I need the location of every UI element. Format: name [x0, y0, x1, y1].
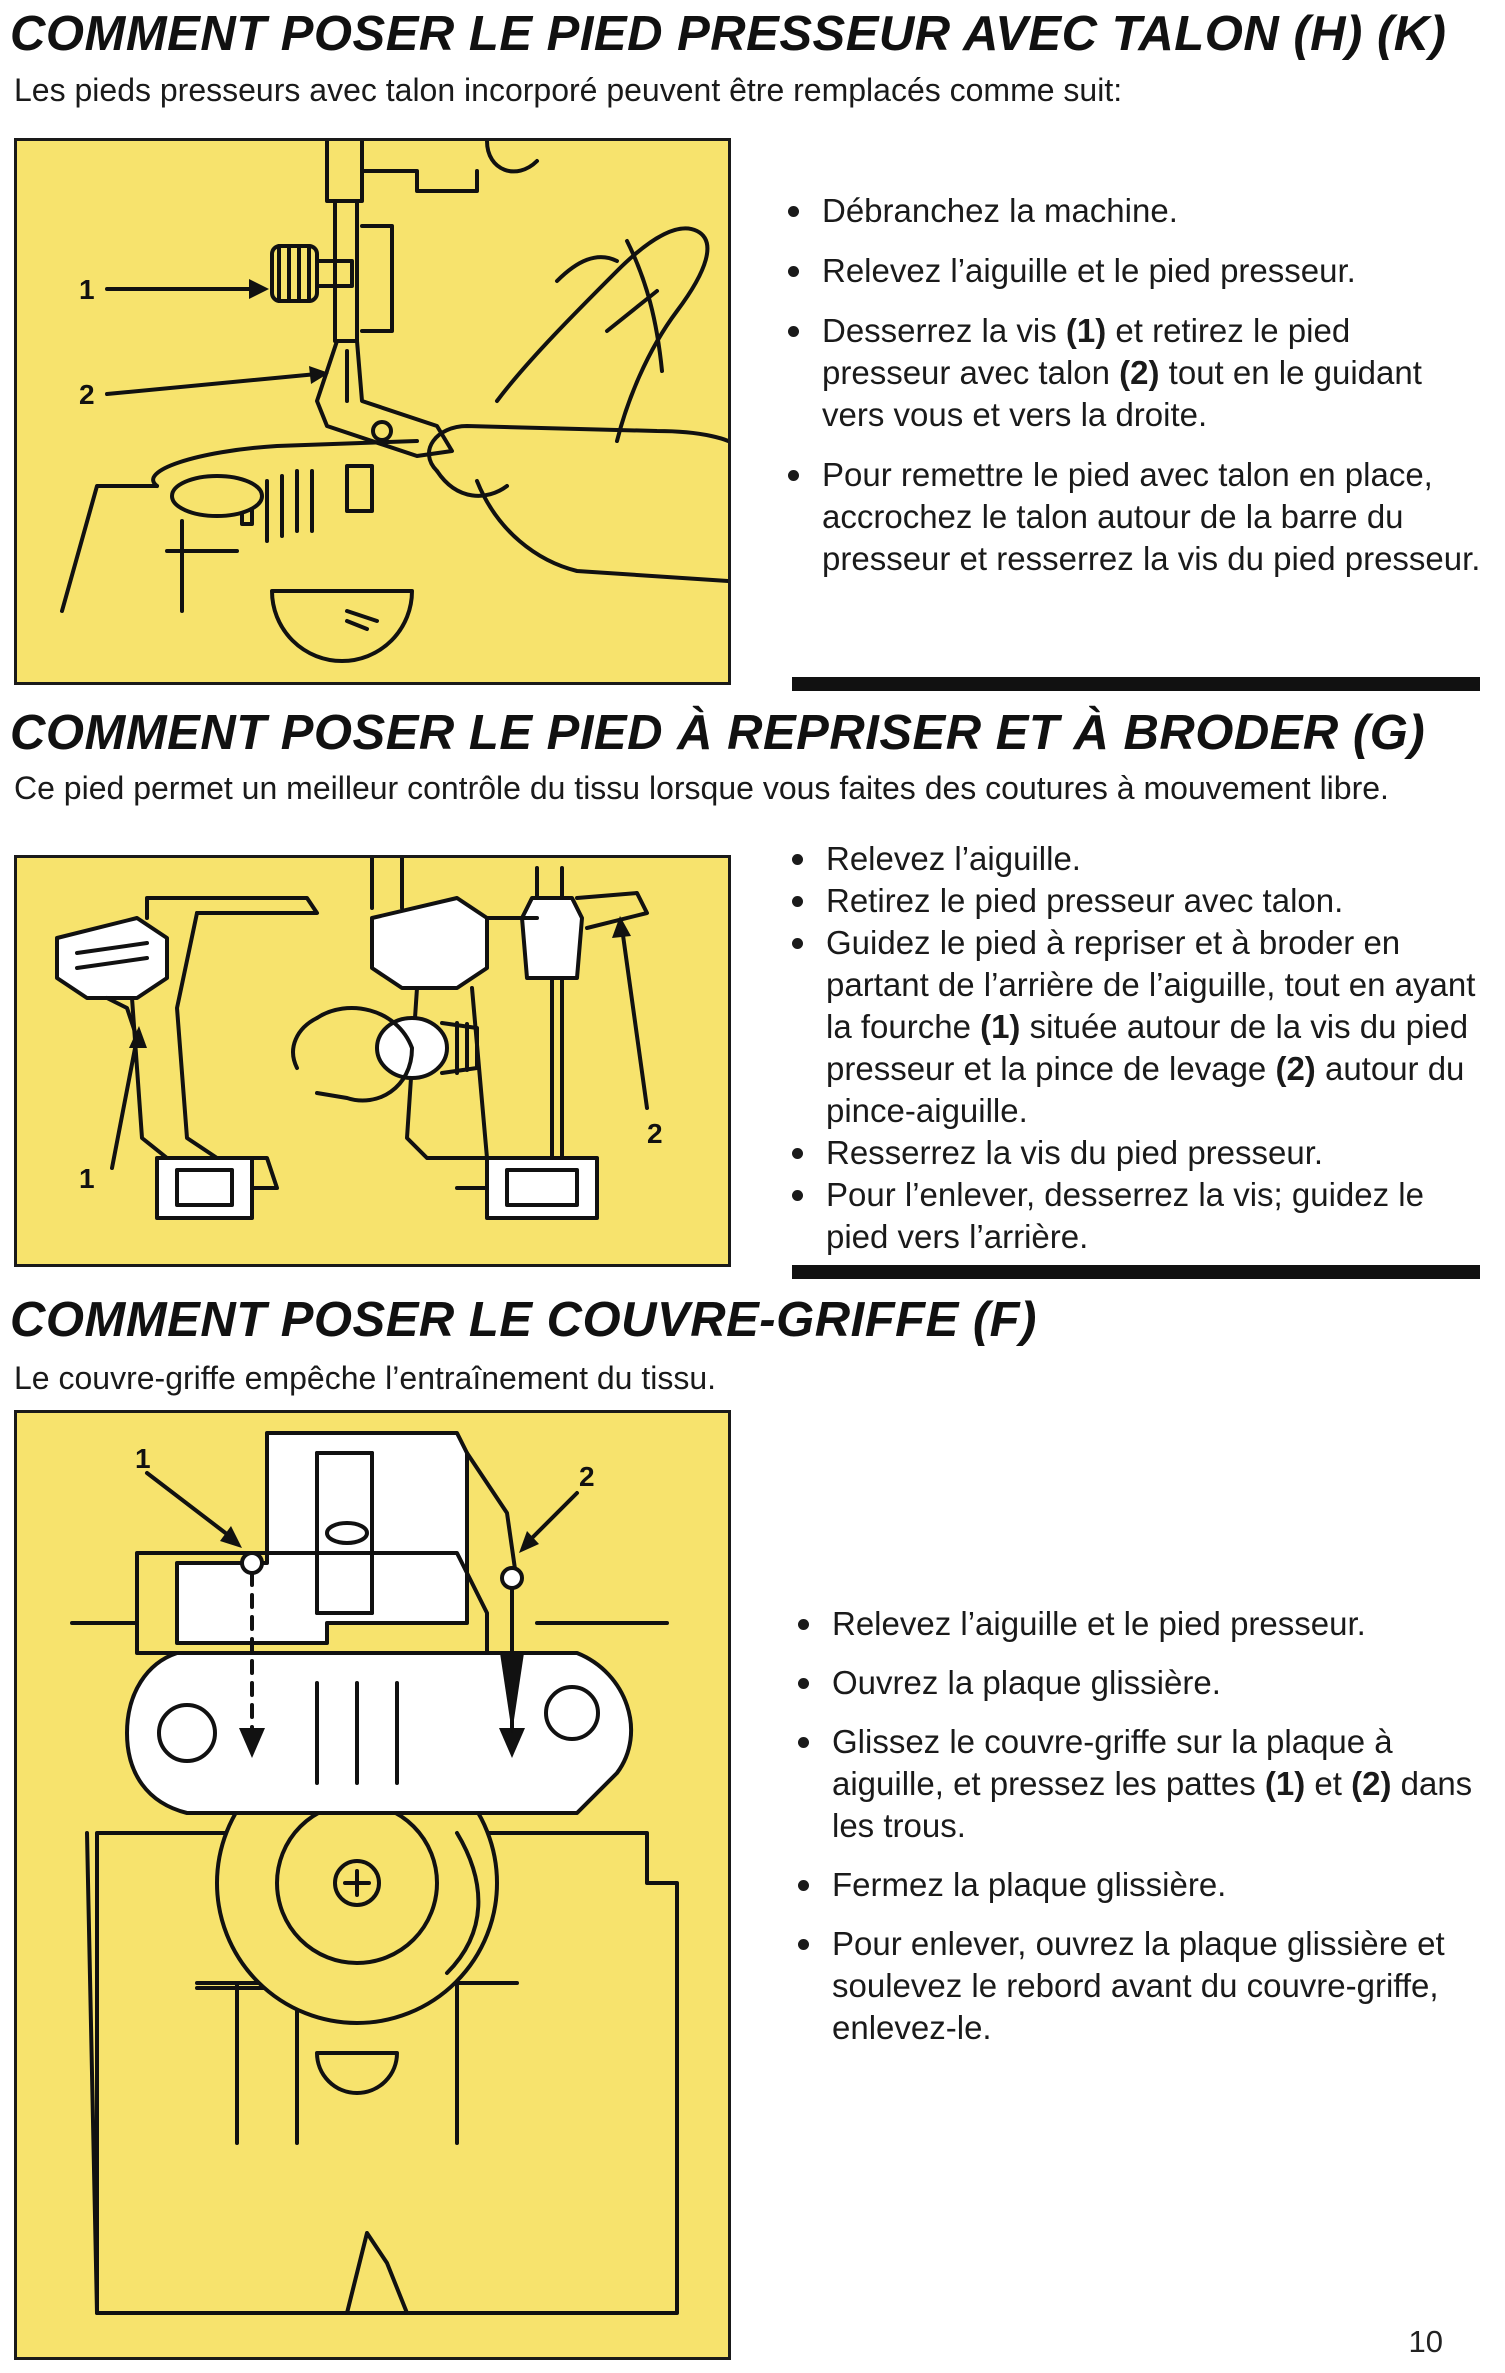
- section3-intro: Le couvre-griffe empêche l’entraînement …: [14, 1360, 717, 1396]
- section2-intro: Ce pied permet un meilleur contrôle du t…: [14, 770, 1389, 806]
- callout-1: 1: [79, 274, 95, 305]
- step-5: Pour l’enlever, desserrez la vis; guidez…: [788, 1174, 1488, 1258]
- step-4: Resserrez la vis du pied presseur.: [788, 1132, 1488, 1174]
- step-2: Retirez le pied presseur avec talon.: [788, 880, 1488, 922]
- callout-reference: (2): [1275, 1050, 1316, 1087]
- callout-1: 1: [79, 1163, 95, 1194]
- step-5: Pour enlever, ouvrez la plaque glissière…: [794, 1923, 1484, 2049]
- step-3: Guidez le pied à repriser et à broder en…: [788, 922, 1488, 1132]
- callout-reference: (1): [980, 1008, 1021, 1045]
- section-divider: [792, 677, 1480, 691]
- callout-reference: (2): [1119, 354, 1160, 391]
- step-4: Fermez la plaque glissière.: [794, 1864, 1484, 1906]
- section1-title: COMMENT POSER LE PIED PRESSEUR AVEC TALO…: [10, 7, 1447, 61]
- step-1: Relevez l’aiguille.: [788, 838, 1488, 880]
- step-3: Glissez le couvre-griffe sur la plaque à…: [794, 1721, 1484, 1847]
- section3-title: COMMENT POSER LE COUVRE-GRIFFE (F): [10, 1293, 1037, 1347]
- darning-foot-illustration: 1 2: [14, 855, 731, 1267]
- section3-steps: Relevez l’aiguille et le pied presseur. …: [794, 1603, 1484, 2066]
- section1-steps: Débranchez la machine. Relevez l’aiguill…: [784, 190, 1484, 598]
- step-4: Pour remettre le pied avec talon en plac…: [784, 454, 1484, 580]
- presser-foot-illustration: 1 2: [14, 138, 731, 685]
- callout-reference: (1): [1264, 1765, 1306, 1802]
- presser-foot-drawing: 1 2: [60, 141, 728, 663]
- callout-2: 2: [579, 1461, 595, 1492]
- callout-1: 1: [135, 1443, 151, 1474]
- feed-dog-cover-illustration: 1 2: [14, 1410, 731, 2360]
- section1-intro: Les pieds presseurs avec talon incorporé…: [14, 72, 1123, 108]
- step-2: Ouvrez la plaque glissière.: [794, 1662, 1484, 1704]
- step-3: Desserrez la vis (1) et retirez le pied …: [784, 310, 1484, 436]
- section-divider: [792, 1265, 1480, 1279]
- section2-title: COMMENT POSER LE PIED À REPRISER ET À BR…: [10, 706, 1426, 760]
- feed-dog-cover-drawing: 1 2: [70, 1431, 679, 2315]
- callout-reference: (1): [1065, 312, 1107, 349]
- step-2: Relevez l’aiguille et le pied presseur.: [784, 250, 1484, 292]
- callout-2: 2: [647, 1118, 663, 1149]
- page-number: 10: [1408, 2324, 1443, 2359]
- section2-steps: Relevez l’aiguille. Retirez le pied pres…: [788, 838, 1488, 1258]
- callout-reference: (2): [1351, 1765, 1392, 1802]
- step-1: Débranchez la machine.: [784, 190, 1484, 232]
- step-1: Relevez l’aiguille et le pied presseur.: [794, 1603, 1484, 1645]
- callout-2: 2: [79, 379, 95, 410]
- darning-foot-drawing: 1 2: [55, 858, 663, 1220]
